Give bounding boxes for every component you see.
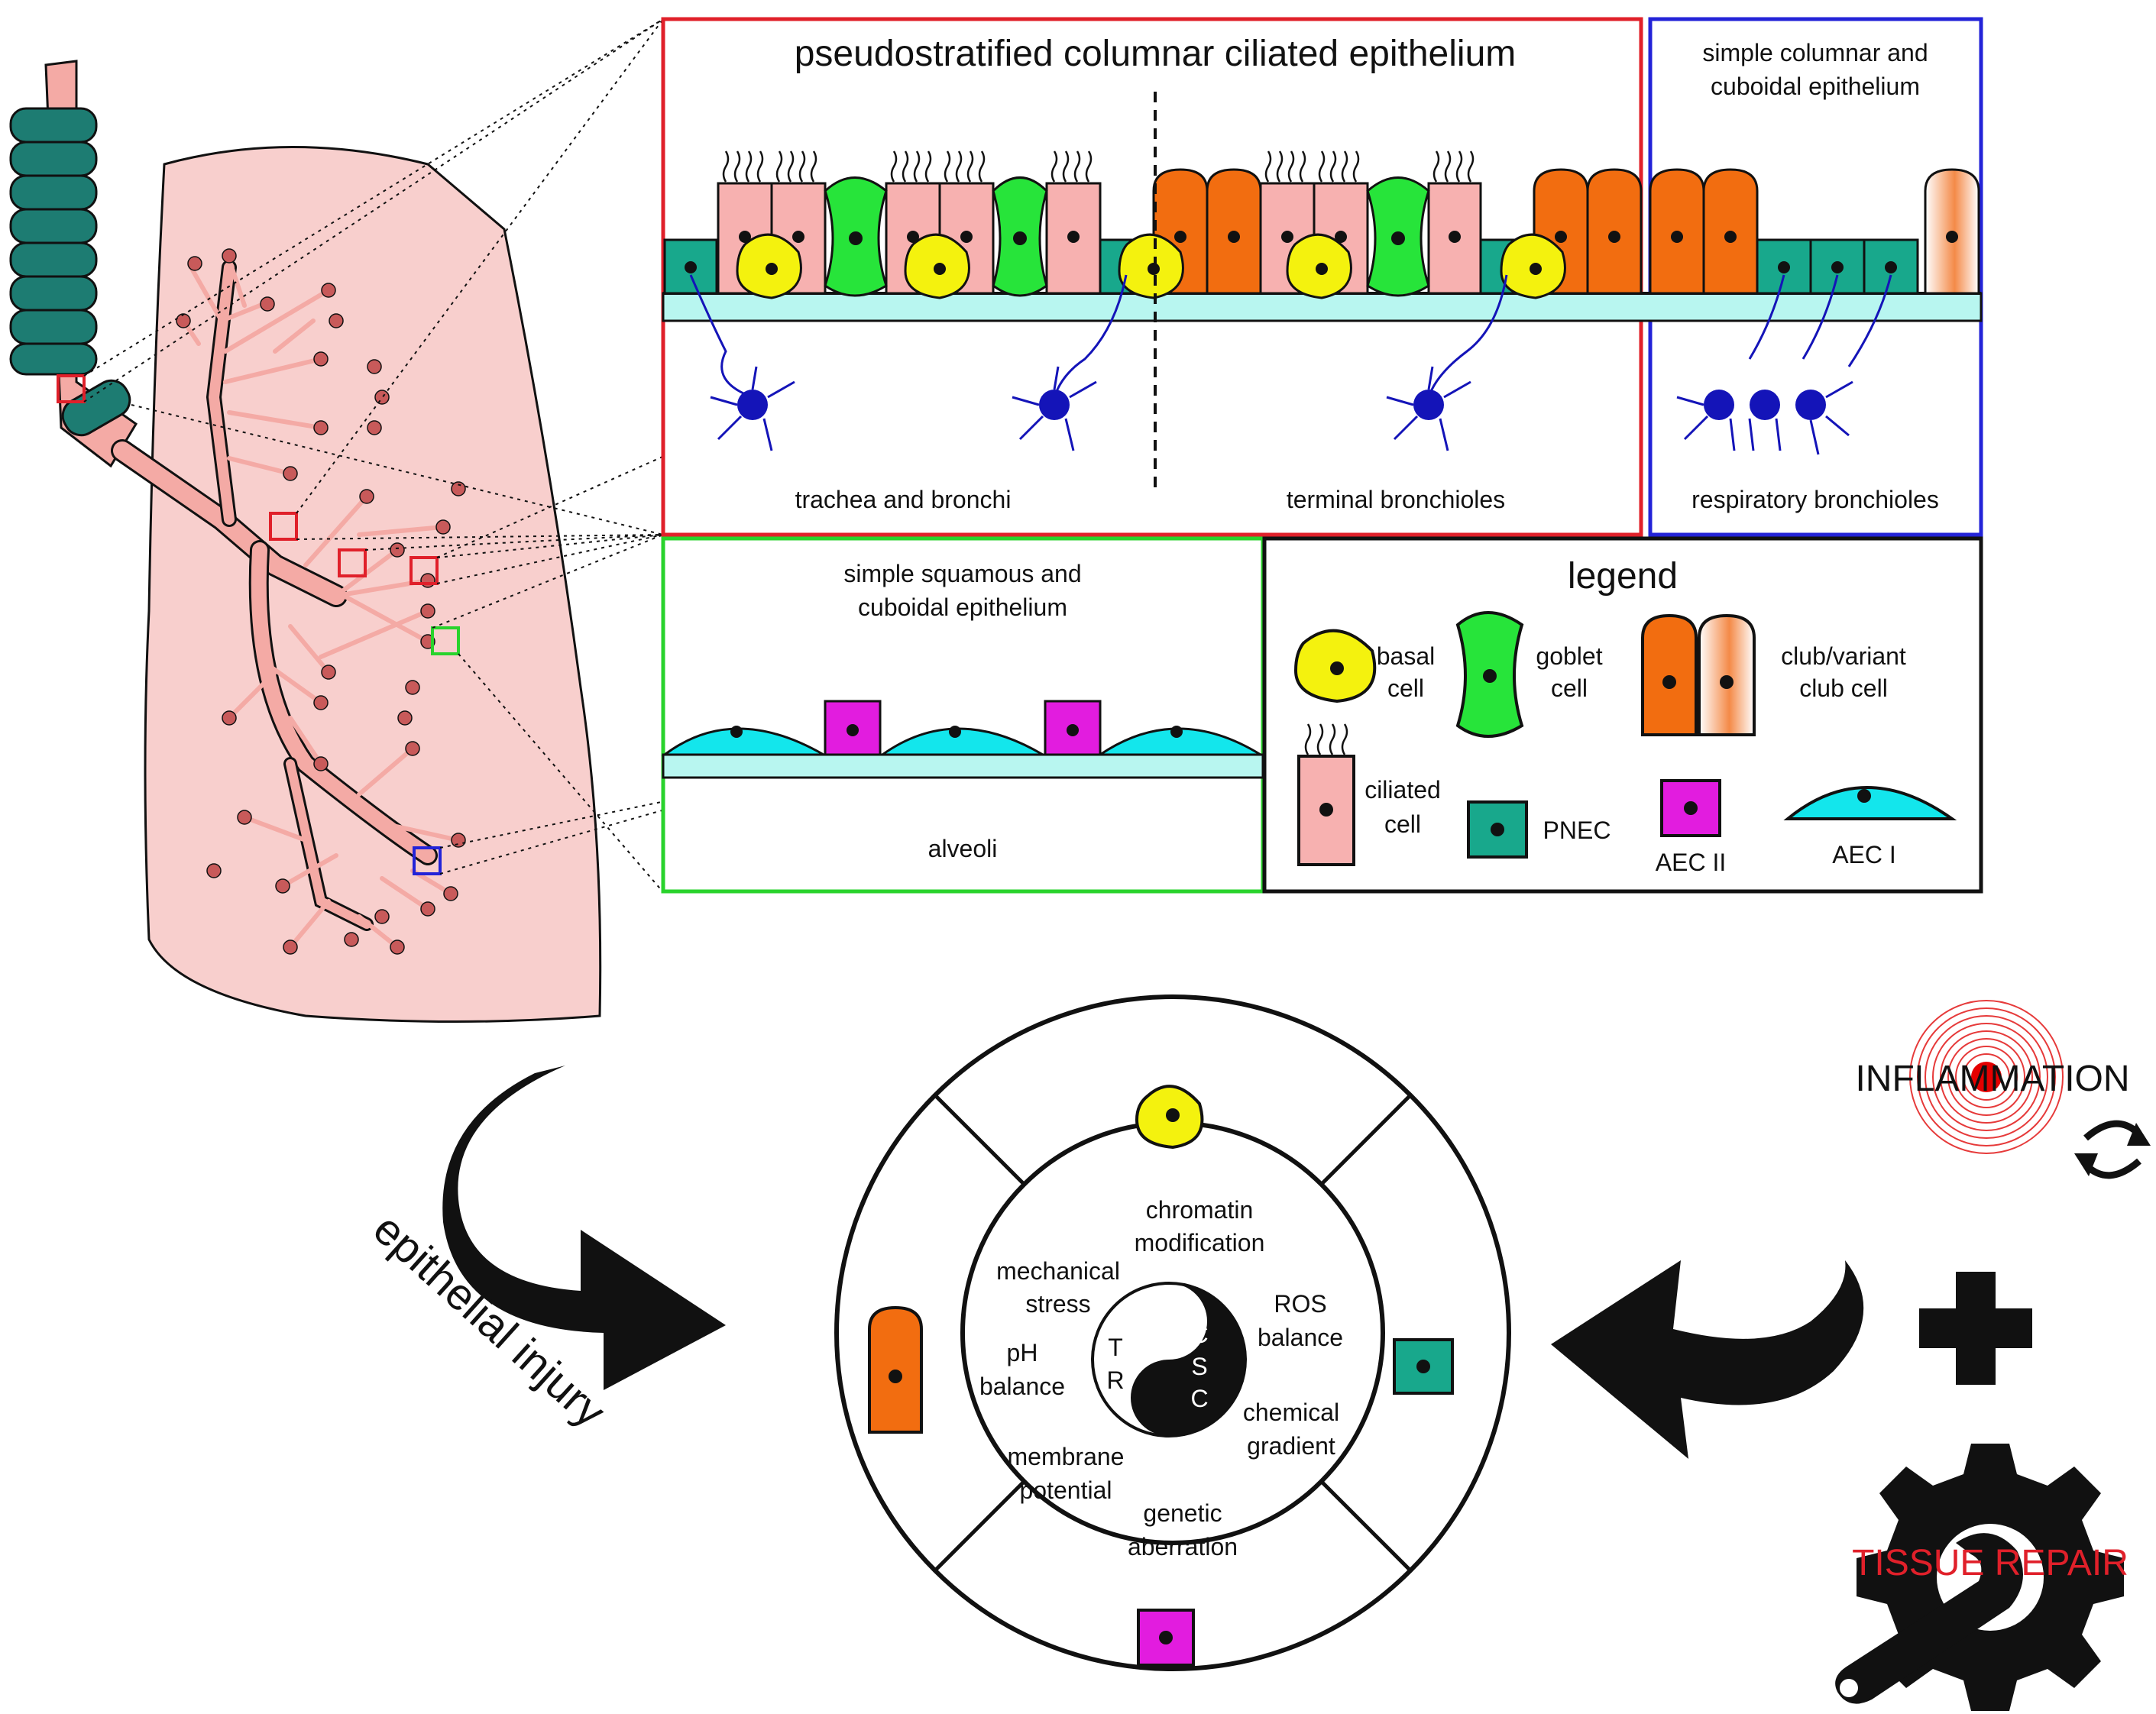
marker-trachea: [57, 374, 86, 403]
terminal-bronchioles-label: terminal bronchioles: [1287, 486, 1505, 513]
legend-ciliated-2: cell: [1384, 810, 1421, 838]
simple-columnar-title-2: cuboidal epithelium: [1711, 73, 1920, 100]
pseudostratified-title: pseudostratified columnar ciliated epith…: [795, 34, 1517, 74]
yang-c1: C: [1190, 1321, 1208, 1348]
legend-aec1: AEC I: [1832, 841, 1896, 868]
inflammation-target: [1909, 1000, 2064, 1154]
alveoli-label: alveoli: [928, 835, 998, 862]
plus-icon: [1919, 1272, 2032, 1385]
yang-c2: C: [1190, 1385, 1208, 1412]
yin-r: R: [1106, 1366, 1124, 1394]
region-markers: [57, 374, 460, 875]
legend-goblet-2: cell: [1551, 674, 1588, 702]
ros-2: balance: [1258, 1324, 1343, 1351]
legend-basal-2: cell: [1387, 674, 1424, 702]
respiratory-bronchioles-label: respiratory bronchioles: [1691, 486, 1939, 513]
membrane-2: potential: [1020, 1476, 1112, 1504]
aec2-cells: [824, 700, 1102, 756]
legend-club-2: club cell: [1799, 674, 1888, 702]
niche-wheel: T R C S C chromatin modification mechani…: [834, 994, 1511, 1671]
panel-alveoli-frame: [661, 536, 1265, 894]
ph-2: balance: [979, 1373, 1065, 1400]
genetic-2: aberration: [1128, 1533, 1238, 1560]
yang-s: S: [1191, 1353, 1207, 1380]
marker-terminal-2: [410, 556, 439, 585]
marker-alveoli: [431, 626, 460, 655]
lung-illustration: [9, 60, 602, 1023]
mechanical-1: mechanical: [996, 1257, 1120, 1285]
membrane-1: membrane: [1008, 1443, 1125, 1470]
yin-t: T: [1108, 1334, 1123, 1361]
neuron-bodies-top: [737, 390, 1826, 420]
marker-bronchi: [269, 512, 298, 541]
legend-goblet-1: goblet: [1536, 642, 1602, 670]
gear-wrench-icon: [1835, 1444, 2124, 1711]
injury-arrow: [442, 1066, 726, 1390]
chemical-2: gradient: [1247, 1432, 1335, 1460]
legend-cilia: [1304, 723, 1348, 755]
chemical-1: chemical: [1243, 1399, 1339, 1426]
trachea-bronchi-label: trachea and bronchi: [795, 486, 1012, 513]
legend-frame: [1262, 536, 1983, 894]
legend-club-1: club/variant: [1781, 642, 1906, 670]
marker-terminal-1: [338, 548, 367, 577]
basement-membrane-alveoli: [662, 753, 1264, 779]
legend-basal-1: basal: [1377, 642, 1436, 670]
squamous-title-2: cuboidal epithelium: [858, 593, 1067, 621]
ph-1: pH: [1007, 1339, 1038, 1366]
legend-ciliated-1: ciliated: [1364, 776, 1441, 804]
bronchial-tree: [111, 257, 461, 949]
legend-title: legend: [1568, 556, 1678, 597]
marker-respiratory: [413, 846, 442, 875]
lung-shape: [144, 146, 602, 1023]
trachea-rings: [9, 107, 131, 437]
simple-columnar-title-1: simple columnar and: [1702, 39, 1928, 66]
squamous-title-1: simple squamous and: [843, 560, 1081, 587]
tissue-repair-label: TISSUE REPAIR: [1852, 1543, 2128, 1583]
cilia-top: [722, 150, 1475, 183]
chromatin-2: modification: [1135, 1229, 1265, 1256]
repair-arrow: [1551, 1260, 1864, 1459]
legend-aec1-icon: [1783, 786, 1957, 820]
cycle-arrows-icon: [2083, 1120, 2142, 1179]
ros-1: ROS: [1274, 1290, 1326, 1318]
legend-pnec: PNEC: [1543, 817, 1611, 844]
chromatin-1: chromatin: [1146, 1196, 1254, 1224]
legend-aec2: AEC II: [1656, 849, 1726, 876]
aec1-cells: [661, 727, 1265, 756]
neuron-dendrites-top: [710, 366, 1853, 455]
neurons-top: [689, 274, 1892, 399]
genetic-1: genetic: [1143, 1499, 1222, 1527]
alveoli-clusters: [176, 248, 466, 955]
inflammation-label: INFLAMMATION: [1855, 1059, 2129, 1099]
mechanical-2: stress: [1025, 1290, 1090, 1318]
